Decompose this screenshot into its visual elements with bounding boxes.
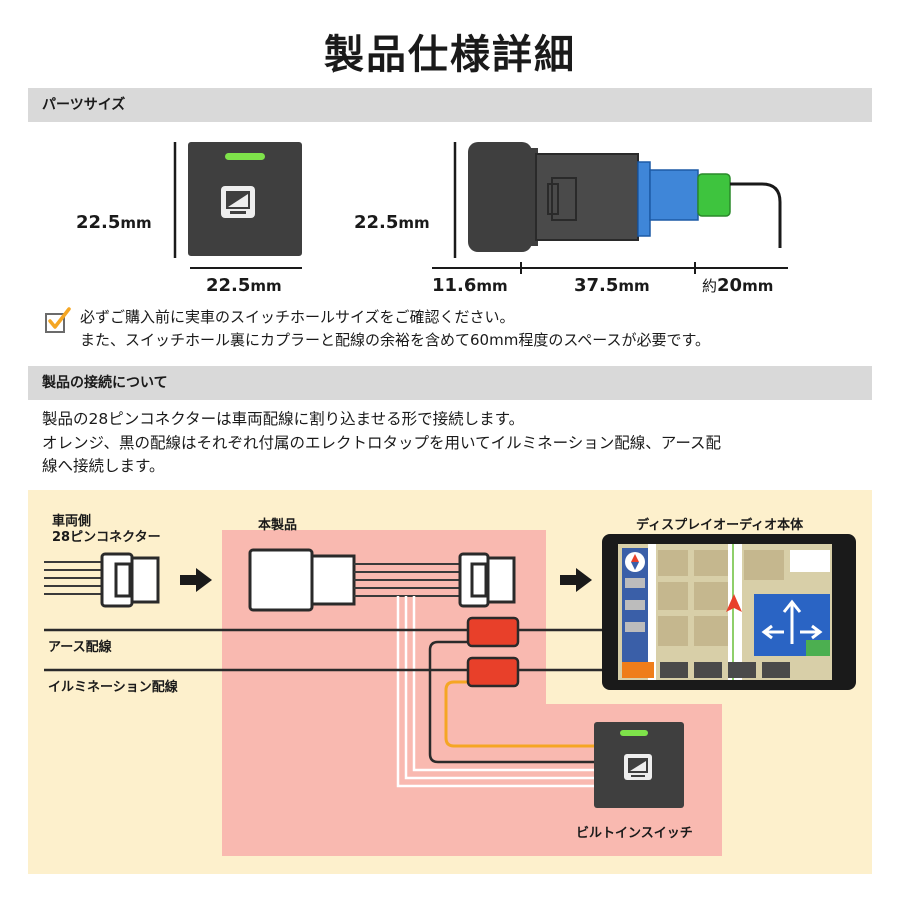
ground-tap (466, 616, 520, 648)
side-dim-line (432, 267, 788, 269)
cable (730, 182, 782, 248)
front-width-line (190, 267, 302, 269)
section-connection: 製品の接続について (28, 366, 872, 400)
green-connector (697, 173, 731, 217)
side-head-dim: 11.6mm (432, 275, 508, 296)
side-cable-dim: 約20mm (702, 275, 774, 296)
orange-wire (444, 680, 594, 748)
builtin-switch (594, 722, 684, 808)
description-line-1: 製品の28ピンコネクターは車両配線に割り込ませる形で接続します。 (42, 410, 525, 428)
blue-connector (637, 161, 651, 237)
side-switch-head (468, 142, 532, 252)
front-width-dim: 22.5mm (206, 275, 282, 296)
side-body-dim: 37.5mm (574, 275, 650, 296)
switch-harness-white (396, 596, 594, 788)
side-dim-tick2 (694, 262, 696, 274)
front-switch-svg (173, 142, 302, 258)
product-connector-main (248, 548, 356, 612)
ground-branch (428, 640, 594, 764)
display-unit-label: ディスプレイオーディオ本体 (636, 518, 804, 533)
notice-line-2: また、スイッチホール裏にカプラーと配線の余裕を含めて60mm程度のスペースが必要… (80, 331, 711, 349)
description-line-3: 線へ接続します。 (42, 457, 165, 475)
side-dim-tick1 (520, 262, 522, 274)
diagram-svg (44, 530, 856, 856)
front-height-dim: 22.5mm (76, 212, 152, 233)
product-label: 本製品 (258, 518, 298, 533)
arrow-right-icon (560, 568, 592, 592)
display-icon (221, 186, 255, 218)
illumination-wire-label: イルミネーション配線 (48, 680, 178, 695)
vehicle-wires (44, 561, 104, 595)
display-audio-unit (602, 534, 856, 690)
description-line-2: オレンジ、黒の配線はそれぞれ付属のエレクトロタップを用いてイルミネーション配線、… (42, 434, 722, 452)
connection-diagram: 車両側 28ピンコネクター 本製品 ディスプレイオーディオ本体 アース配線 イル… (28, 490, 872, 874)
front-indicator (225, 153, 265, 160)
ground-wire-label: アース配線 (48, 640, 112, 655)
notice-line-1: 必ずご購入前に実車のスイッチホールサイズをご確認ください。 (80, 308, 515, 326)
section-parts-size: パーツサイズ (28, 88, 872, 122)
side-view (452, 140, 792, 260)
side-height-dim: 22.5mm (354, 212, 430, 233)
product-wires (354, 563, 460, 597)
car-position-icon (726, 594, 742, 612)
builtin-switch-label: ビルトインスイッチ (576, 826, 693, 841)
page-title: 製品仕様詳細 (324, 32, 576, 78)
vehicle-connector (100, 552, 160, 608)
illumination-tap (466, 656, 520, 688)
product-connector-small (458, 552, 516, 608)
display-icon (624, 754, 652, 780)
check-icon (44, 306, 72, 334)
side-switch-svg (453, 142, 782, 258)
vehicle-side-label: 車両側 28ピンコネクター (52, 514, 161, 545)
arrow-right-icon (180, 568, 212, 592)
front-view (172, 140, 312, 260)
direction-arrows-icon (761, 599, 823, 644)
